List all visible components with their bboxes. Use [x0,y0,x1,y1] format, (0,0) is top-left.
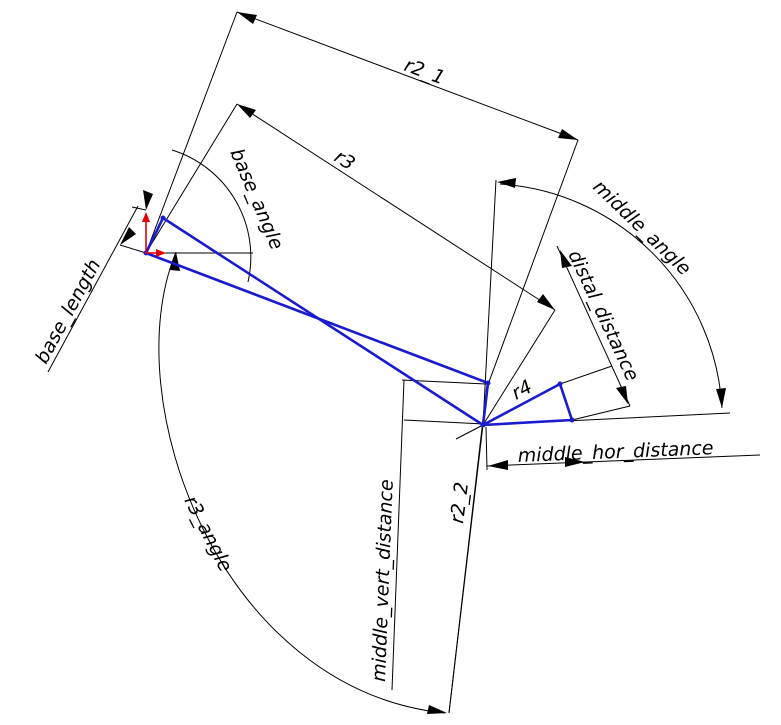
dimension-lines [47,11,761,714]
r3-extension-left [145,103,238,254]
link-base [144,216,165,255]
arrowheads [120,12,726,714]
middle-hor-distance-extension [485,426,488,471]
r2-1-arrow-end [558,129,578,140]
link-distal-upper [481,382,562,427]
joint-base-top [160,215,166,221]
middle-vert-distance-horizontal-bottom [403,419,485,425]
distal-distance-line [556,245,631,407]
r2-1-extension-left [145,11,238,254]
label-r3-angle: r3_angle [180,492,237,575]
frame-y-arrowhead [142,212,150,222]
middle-vert-distance-line [391,379,405,691]
joint-middle-bottom [480,422,486,428]
base-length-arrow-top [143,190,153,210]
link-lower-crossbar [144,251,490,385]
base-length-extension-top [131,206,147,211]
dimension-arcs [158,149,723,714]
distal-distance-arrow-top [560,250,572,268]
r4-extension [455,424,484,440]
linkage [143,215,575,428]
link-distal-lower [481,418,574,427]
label-base-length: base_length [31,256,105,368]
base-length-dimension-line [47,205,139,373]
r2-1-arrow-start [237,12,257,24]
joint-middle-top [485,380,491,386]
r3-angle-leader [448,424,484,714]
middle-angle-arc [499,183,723,409]
r2-1-extension-right [485,139,579,391]
frame-x-arrowhead [156,249,166,257]
middle-angle-arrow-start [497,178,516,188]
r2-1-dimension-line [236,11,579,141]
distal-distance-extension-top [559,365,613,385]
r3-dimension-line [236,103,556,311]
base-length-arrow-bottom [120,227,136,245]
middle-hor-distance-arrow-left [488,460,508,470]
base-angle-arc [171,149,252,283]
middle-hor-distance-line [486,454,761,467]
link-middle-coupler [481,381,490,427]
r3-arrow-end [537,294,555,310]
middle-angle-vertical-ref [482,179,497,426]
label-r2-1: r2_1 [401,54,448,89]
r3-arrow-start [237,104,256,118]
r3-extension-right [482,309,556,426]
label-middle-hor-distance: middle_hor_distance [517,437,714,467]
middle-angle-arrow-end [716,388,726,408]
base-length-extension-bottom [119,244,147,254]
label-middle-angle: middle_angle [589,176,696,280]
joint-distal-bottom [569,417,575,423]
distal-distance-extension-bottom [571,405,631,421]
joint-distal-top [557,381,563,387]
label-distal-distance: distal_distance [563,247,643,385]
link-distal-tip [558,382,574,422]
distal-distance-arrow-bottom [616,386,628,404]
label-r2-2: r2_2 [446,481,473,525]
label-r3: r3 [330,146,359,175]
r3-angle-arrow-end [427,705,447,714]
r3-angle-arc [158,251,446,714]
base-coordinate-frame [142,212,166,257]
dimension-labels: r2_1 r3 base_angle base_length middle_an… [31,54,714,682]
middle-hor-distance-arrow-right [565,457,585,467]
